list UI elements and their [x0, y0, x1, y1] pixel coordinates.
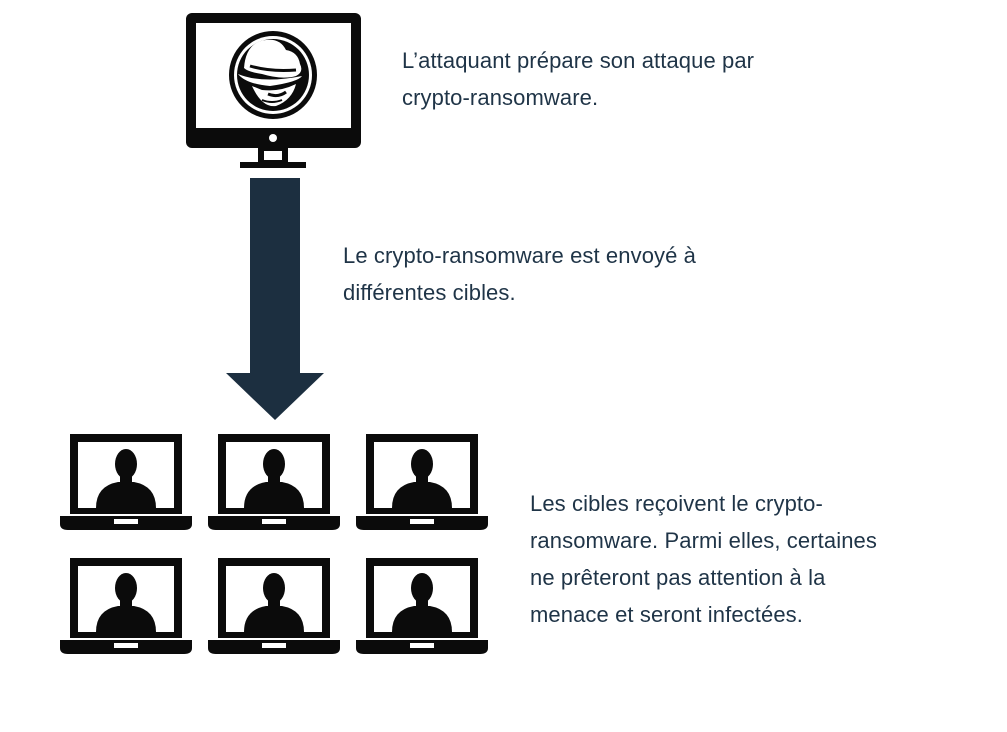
user-silhouette-icon: [244, 573, 304, 632]
user-silhouette-icon: [392, 449, 452, 508]
laptop-icon: [208, 558, 340, 654]
caption-sent: Le crypto-ransomware est envoyé à différ…: [343, 237, 763, 311]
user-silhouette-icon: [392, 573, 452, 632]
user-silhouette-icon: [96, 573, 156, 632]
attacker-computer: [186, 13, 361, 168]
caption-attacker: L’attaquant prépare son attaque par cryp…: [402, 42, 822, 116]
laptop-icon: [356, 434, 488, 530]
monitor-base: [240, 162, 306, 168]
laptop-icon: [208, 434, 340, 530]
caption-targets-line-3: ne prêteront pas attention à la: [530, 565, 826, 590]
caption-targets-line-4: menace et seront infectées.: [530, 602, 803, 627]
user-silhouette-icon: [244, 449, 304, 508]
target-laptops: [60, 434, 488, 654]
caption-targets: Les cibles reçoivent le crypto- ransomwa…: [530, 485, 950, 633]
caption-targets-line-1: Les cibles reçoivent le crypto-: [530, 491, 823, 516]
user-silhouette-icon: [96, 449, 156, 508]
caption-attacker-line-1: L’attaquant prépare son attaque par: [402, 48, 755, 73]
caption-sent-line-1: Le crypto-ransomware est envoyé à: [343, 243, 697, 268]
power-led: [269, 134, 277, 142]
laptop-icon: [356, 558, 488, 654]
laptop-icon: [60, 434, 192, 530]
laptop-icon: [60, 558, 192, 654]
caption-attacker-line-2: crypto-ransomware.: [402, 85, 599, 110]
hacker-hat-icon: [229, 31, 317, 119]
caption-sent-line-2: différentes cibles.: [343, 280, 516, 305]
send-arrow: [226, 178, 324, 420]
caption-targets-line-2: ransomware. Parmi elles, certaines: [530, 528, 877, 553]
